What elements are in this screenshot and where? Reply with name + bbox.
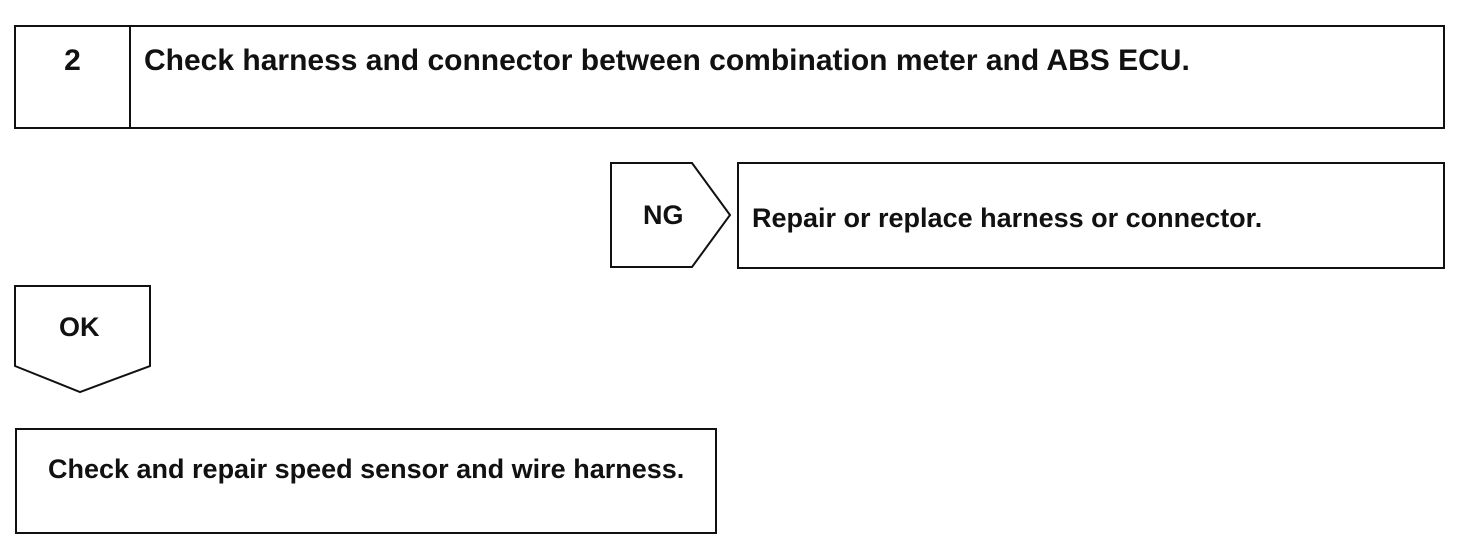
ng-label: NG: [643, 200, 684, 230]
ok-label: OK: [59, 312, 100, 342]
step-box: 2 Check harness and connector between co…: [14, 25, 1445, 129]
step-divider: [129, 27, 131, 127]
ng-arrow: [610, 162, 732, 268]
step-title: Check harness and connector between comb…: [144, 44, 1190, 77]
ok-action-box: Check and repair speed sensor and wire h…: [15, 428, 717, 534]
step-number: 2: [64, 44, 81, 77]
ok-action-text: Check and repair speed sensor and wire h…: [48, 454, 685, 484]
ng-action-text: Repair or replace harness or connector.: [752, 203, 1263, 233]
ok-arrow: [14, 285, 151, 394]
ng-action-box: Repair or replace harness or connector.: [737, 162, 1445, 269]
